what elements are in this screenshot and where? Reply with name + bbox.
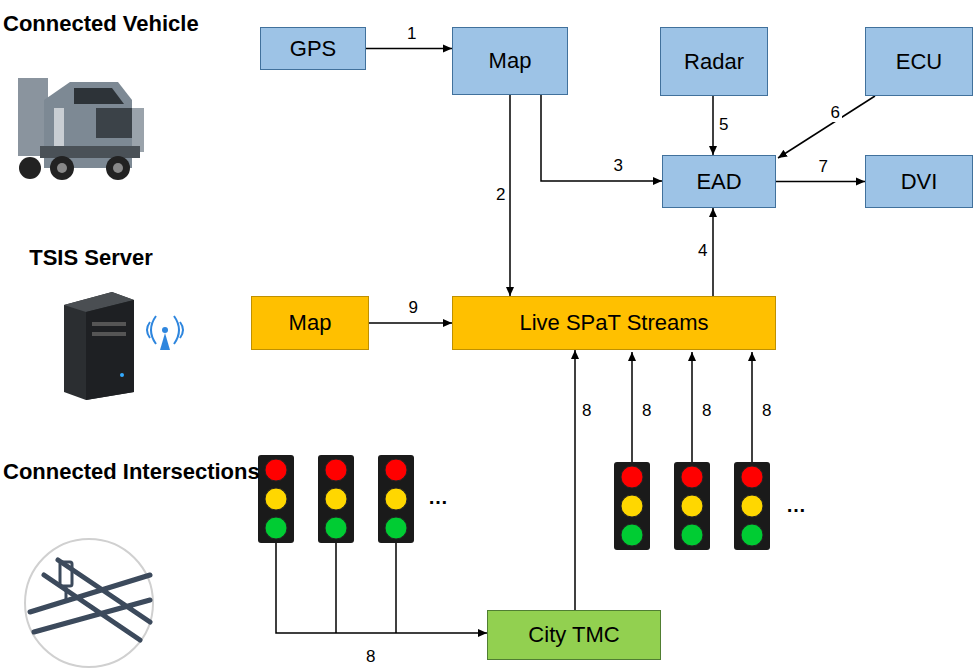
callout-number: 8 — [580, 402, 593, 421]
tmc-box: City TMC — [487, 610, 661, 660]
truck-illustration — [18, 78, 144, 180]
callout-number: 8 — [364, 648, 377, 667]
connector-arrow — [712, 96, 714, 155]
callout-number: 9 — [407, 299, 420, 318]
traffic-light — [614, 462, 650, 550]
traffic-light — [318, 455, 354, 543]
node-text: EAD — [696, 169, 741, 195]
callout-number: 8 — [700, 402, 713, 421]
server-box: Map — [251, 296, 369, 350]
ellipsis: … — [786, 494, 806, 517]
callout-number: 2 — [494, 186, 507, 205]
connector-arrow — [369, 322, 452, 324]
node-text: Map — [489, 48, 532, 74]
node-text: Live SPaT Streams — [519, 310, 708, 336]
process-box: ECU — [865, 27, 973, 96]
node-text: ECU — [896, 49, 942, 75]
traffic-light — [674, 462, 710, 550]
node-text: Radar — [684, 49, 744, 75]
process-box: Radar — [660, 27, 768, 96]
traffic-light — [378, 455, 414, 543]
server-box: Live SPaT Streams — [452, 296, 776, 350]
connector-arrow — [574, 350, 576, 610]
node-text: GPS — [290, 36, 336, 62]
tier-label: Connected Intersections — [3, 458, 260, 486]
server-illustration — [64, 292, 183, 400]
callout-number: 1 — [405, 25, 418, 44]
connector-arrow — [778, 96, 875, 158]
connector-arrow — [776, 181, 865, 183]
connector-arrow — [541, 95, 662, 181]
callout-number: 5 — [717, 116, 730, 135]
tier-label: TSIS Server — [6, 244, 176, 272]
connector-arrow — [509, 95, 511, 296]
node-text: Map — [289, 310, 332, 336]
process-box: Map — [452, 27, 568, 95]
connector-arrow — [366, 48, 452, 50]
process-box: DVI — [865, 155, 973, 208]
callout-number: 8 — [640, 402, 653, 421]
ellipsis: … — [428, 486, 448, 509]
traffic-light — [734, 462, 770, 550]
intersection-icon — [25, 539, 153, 667]
callout-number: 4 — [696, 242, 709, 261]
wire — [276, 352, 752, 633]
connector-arrow — [712, 208, 714, 296]
traffic-light — [258, 455, 294, 543]
callout-number: 7 — [817, 158, 830, 177]
tier-label: Connected Vehicle — [3, 10, 199, 38]
node-text: DVI — [901, 169, 938, 195]
node-text: City TMC — [528, 622, 619, 648]
callout-number: 8 — [760, 402, 773, 421]
process-box: EAD — [662, 155, 776, 208]
callout-number: 3 — [612, 157, 625, 176]
process-box: GPS — [260, 27, 366, 70]
callout-number: 6 — [829, 104, 842, 123]
